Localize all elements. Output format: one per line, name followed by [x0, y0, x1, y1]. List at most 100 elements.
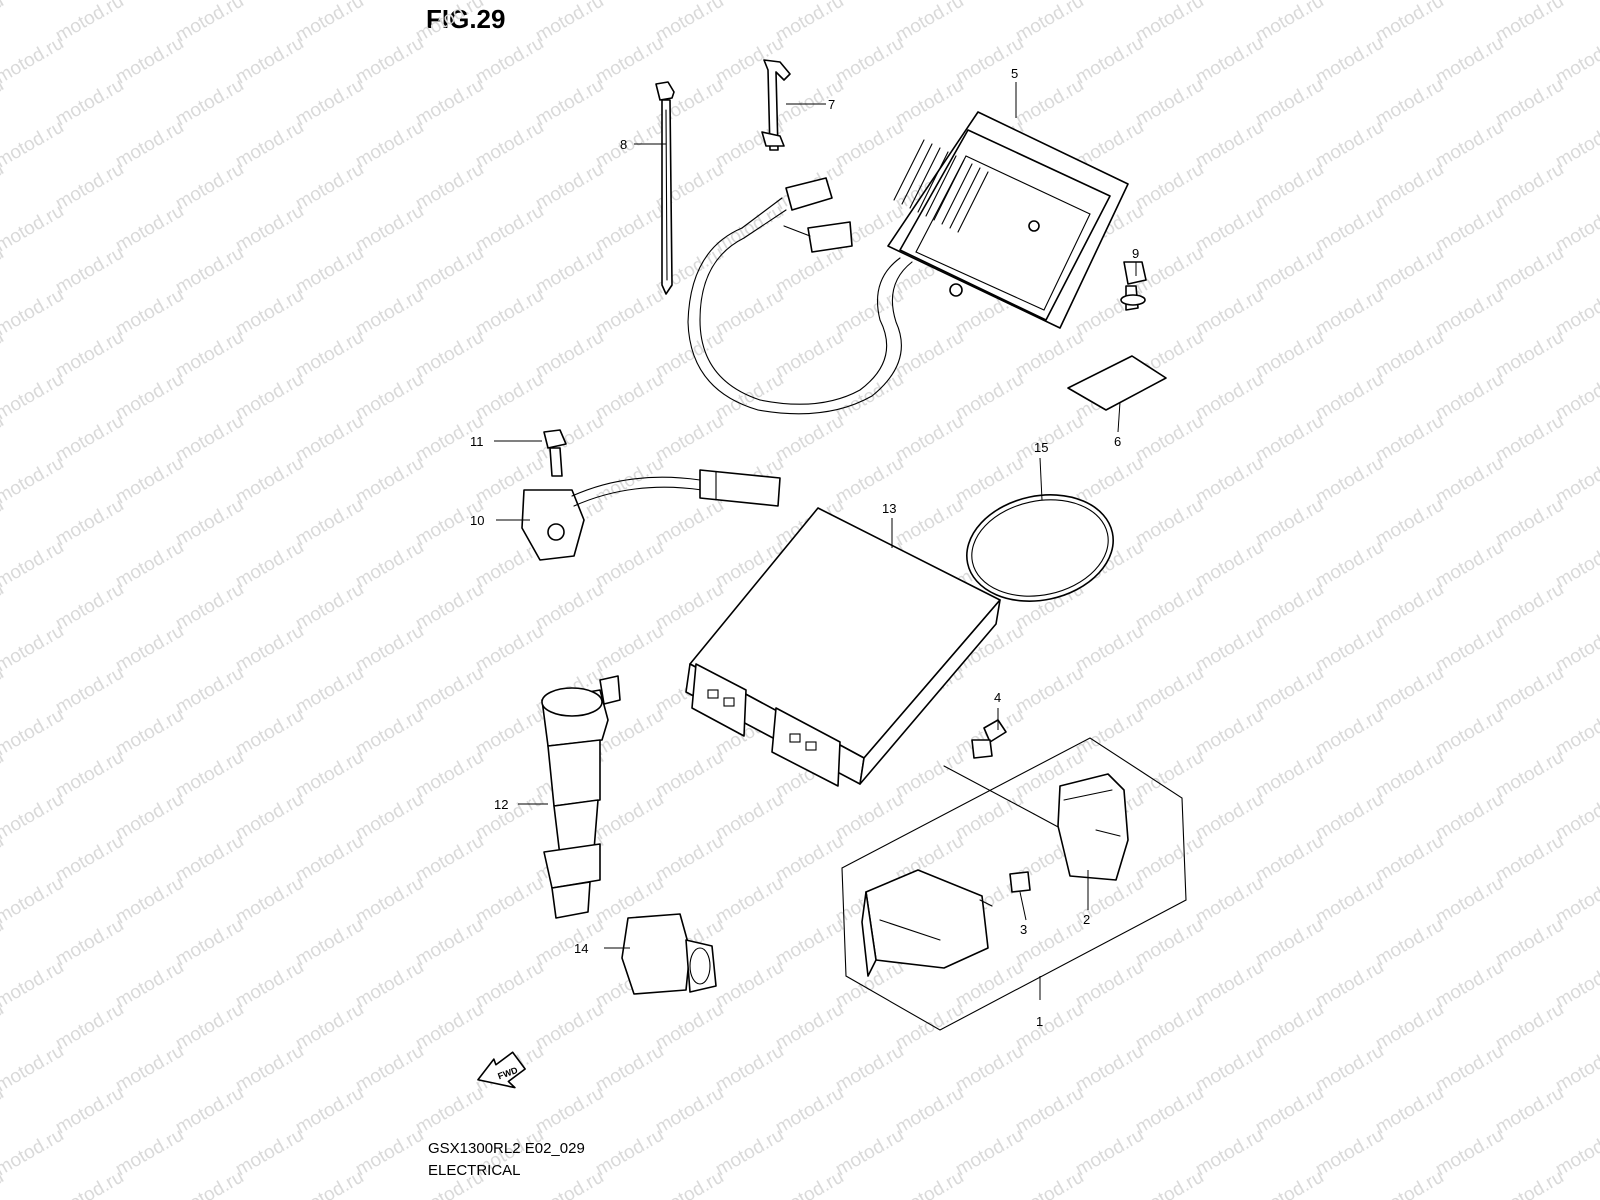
part-13-ecm[interactable]: [685, 507, 1001, 787]
watermark-text: motod.ru: [592, 537, 667, 593]
watermark-text: motod.ru: [0, 453, 67, 509]
part-6-pad[interactable]: [1067, 355, 1167, 411]
watermark-text: motod.ru: [1252, 411, 1327, 467]
watermark-text: motod.ru: [1072, 1041, 1147, 1097]
callout-labels: 1 2 3 4 5 6 7 8 9 10 11 12 13 14 15: [470, 66, 1139, 1029]
watermark-text: motod.ru: [0, 957, 67, 1013]
callout-4: 4: [994, 690, 1001, 705]
watermark-text: motod.ru: [1432, 369, 1507, 425]
watermark-text: motod.ru: [352, 285, 427, 341]
watermark-text: motod.ru: [1372, 0, 1447, 46]
watermark-text: motod.ru: [1312, 117, 1387, 173]
watermark-text: motod.ru: [292, 1167, 367, 1200]
watermark-text: motod.ru: [1252, 495, 1327, 551]
watermark-text: motod.ru: [1192, 453, 1267, 509]
watermark-text: motod.ru: [1072, 33, 1147, 89]
watermark-text: motod.ru: [1072, 1125, 1147, 1181]
watermark-text: motod.ru: [352, 453, 427, 509]
watermark-text: motod.ru: [292, 411, 367, 467]
callout-1: 1: [1036, 1014, 1043, 1029]
watermark-text: motod.ru: [1372, 579, 1447, 635]
watermark-text: motod.ru: [172, 1167, 247, 1200]
watermark-text: motod.ru: [1192, 1041, 1267, 1097]
watermark-text: motod.ru: [1132, 411, 1207, 467]
watermark-text: motod.ru: [1432, 621, 1507, 677]
watermark-text: motod.ru: [892, 747, 967, 803]
part-10-sensor[interactable]: [521, 469, 781, 561]
watermark-text: motod.ru: [1492, 327, 1567, 383]
part-15-o-ring[interactable]: [957, 482, 1123, 614]
watermark-text: motod.ru: [1252, 999, 1327, 1055]
watermark-text: motod.ru: [1312, 201, 1387, 257]
watermark-text: motod.ru: [0, 201, 67, 257]
watermark-text: motod.ru: [232, 33, 307, 89]
watermark-text: motod.ru: [472, 33, 547, 89]
watermark-text: motod.ru: [532, 411, 607, 467]
watermark-text: motod.ru: [1132, 747, 1207, 803]
watermark-text: motod.ru: [412, 327, 487, 383]
watermark-text: motod.ru: [1372, 75, 1447, 131]
watermark-text: motod.ru: [412, 579, 487, 635]
watermark-text: motod.ru: [1012, 999, 1087, 1055]
part-9-bolt[interactable]: [1120, 261, 1147, 311]
watermark-text: motod.ru: [712, 1041, 787, 1097]
watermark-text: motod.ru: [1492, 159, 1567, 215]
part-2-cover[interactable]: [1057, 773, 1129, 881]
watermark-text: motod.ru: [1132, 1167, 1207, 1200]
part-8-cable-tie[interactable]: [655, 81, 675, 295]
watermark-text: motod.ru: [1492, 579, 1567, 635]
part-3-fuse[interactable]: [1009, 871, 1031, 893]
watermark-text: motod.ru: [1312, 1041, 1387, 1097]
watermark-text: motod.ru: [232, 1041, 307, 1097]
figure-title: FIG.29: [426, 4, 506, 34]
watermark-text: motod.ru: [352, 1041, 427, 1097]
watermark-text: motod.ru: [892, 495, 967, 551]
watermark-text: motod.ru: [832, 453, 907, 509]
watermark-text: motod.ru: [0, 0, 7, 46]
watermark-text: motod.ru: [1432, 33, 1507, 89]
watermark-text: motod.ru: [172, 831, 247, 887]
watermark-text: motod.ru: [1132, 159, 1207, 215]
watermark-text: motod.ru: [832, 285, 907, 341]
watermark-text: motod.ru: [412, 159, 487, 215]
watermark-text: motod.ru: [112, 201, 187, 257]
watermark-text: motod.ru: [592, 1125, 667, 1181]
callout-15: 15: [1034, 440, 1048, 455]
part-12-ignition-coil[interactable]: [541, 675, 621, 919]
watermark-text: motod.ru: [1132, 663, 1207, 719]
watermark-text: motod.ru: [1492, 1083, 1567, 1139]
part-7-clamp[interactable]: [761, 59, 791, 151]
watermark-text: motod.ru: [832, 369, 907, 425]
watermark-text: motod.ru: [352, 957, 427, 1013]
watermark-text: motod.ru: [52, 0, 127, 46]
watermark-text: motod.ru: [0, 873, 67, 929]
watermark-text: motod.ru: [712, 1125, 787, 1181]
watermark-text: motod.ru: [652, 579, 727, 635]
watermark-text: motod.ru: [52, 831, 127, 887]
watermark-text: motod.ru: [232, 705, 307, 761]
watermark-text: motod.ru: [1252, 75, 1327, 131]
watermark-text: motod.ru: [472, 369, 547, 425]
watermark-text: motod.ru: [652, 0, 727, 46]
watermark-text: motod.ru: [352, 621, 427, 677]
watermark-text: motod.ru: [832, 1125, 907, 1181]
part-11-bolt[interactable]: [543, 429, 567, 477]
part-1-relay-assembly[interactable]: [841, 737, 1187, 1031]
part-4-bolt[interactable]: [971, 719, 1007, 759]
watermark-text: motod.ru: [652, 999, 727, 1055]
watermark-text: motod.ru: [292, 579, 367, 635]
watermark-text: motod.ru: [1372, 495, 1447, 551]
watermark-text: motod.ru: [832, 33, 907, 89]
watermark-text: motod.ru: [1312, 957, 1387, 1013]
watermark-text: motod.ru: [1312, 1125, 1387, 1181]
part-5-regulator-rectifier[interactable]: [887, 111, 1129, 329]
watermark-text: motod.ru: [292, 1083, 367, 1139]
watermark-text: motod.ru: [1492, 495, 1567, 551]
watermark-text: motod.ru: [1132, 495, 1207, 551]
watermark-text: motod.ru: [172, 915, 247, 971]
watermark-text: motod.ru: [232, 201, 307, 257]
watermark-text: motod.ru: [1252, 1083, 1327, 1139]
part-14-connector[interactable]: [621, 913, 717, 995]
watermark-text: motod.ru: [412, 747, 487, 803]
watermark-text: motod.ru: [1432, 453, 1507, 509]
